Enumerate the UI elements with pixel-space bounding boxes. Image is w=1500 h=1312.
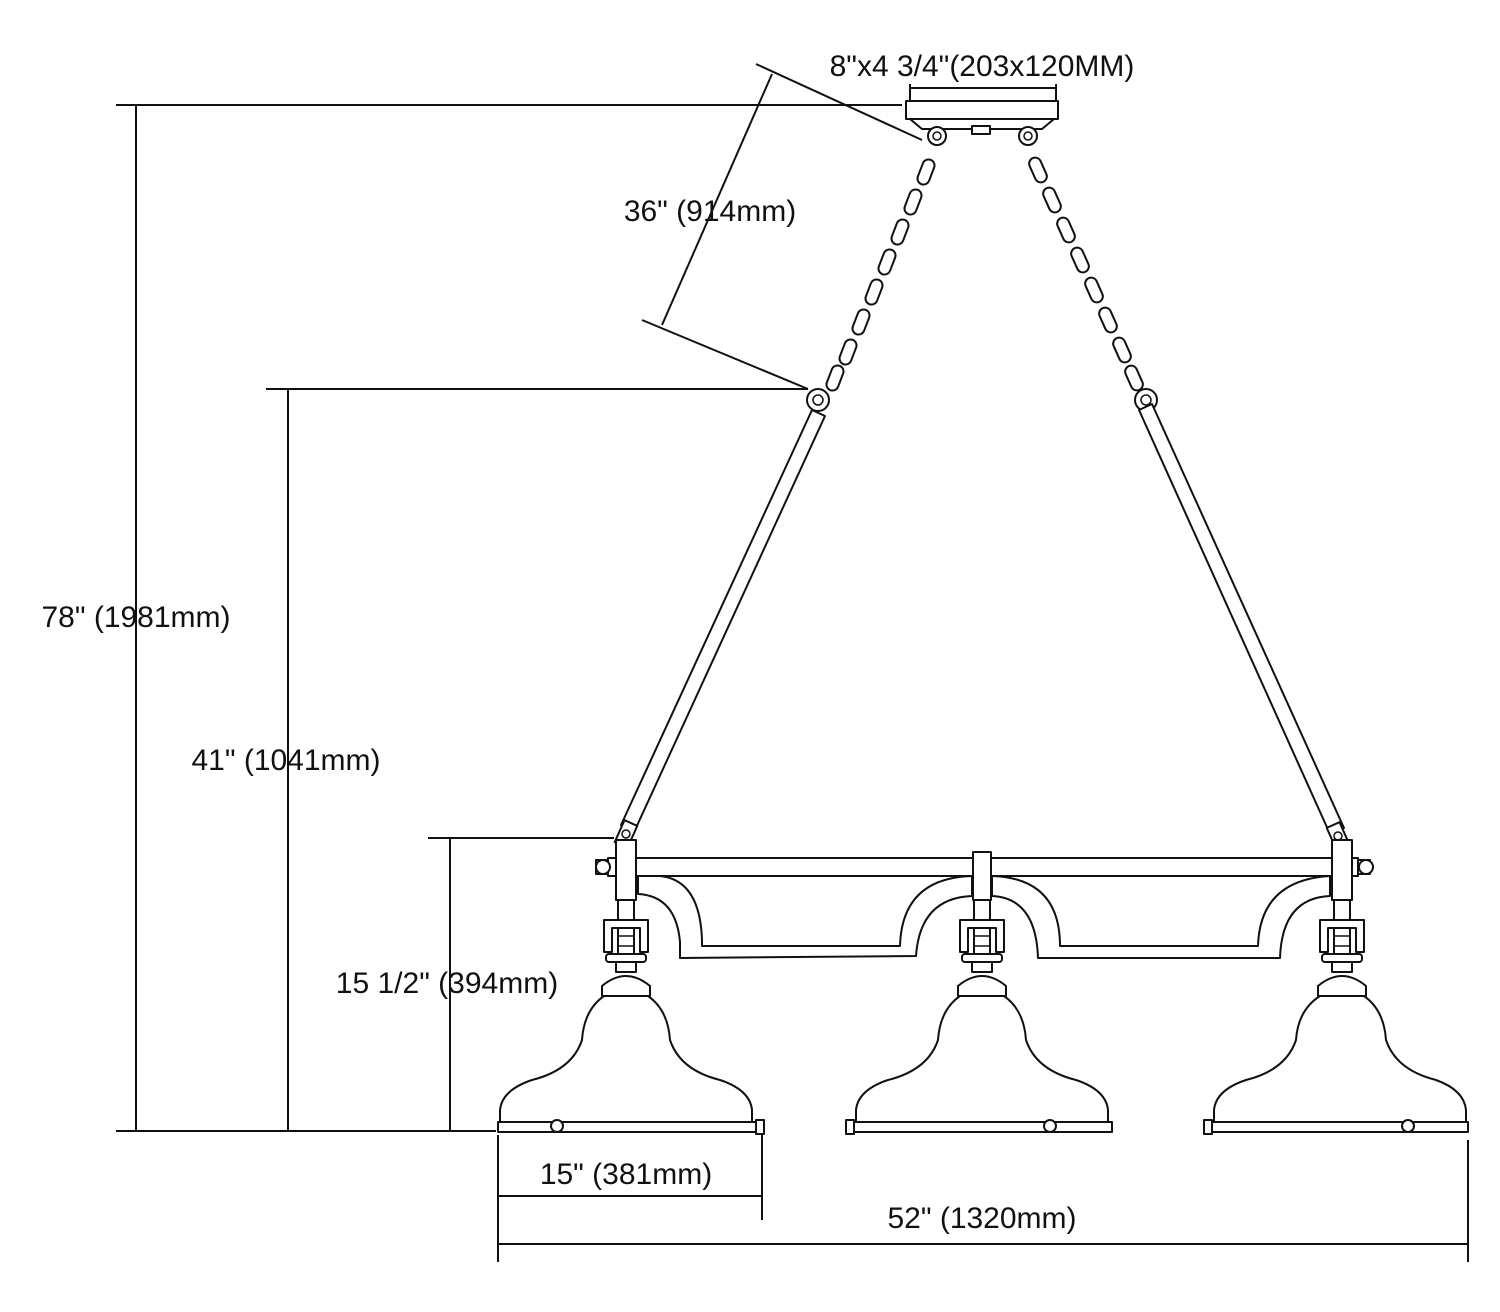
chain-length-label: 36" (914mm) — [624, 195, 796, 228]
canopy-dimension-label: 8"x4 3/4"(203x120MM) — [830, 50, 1135, 83]
pendant-left — [497, 899, 765, 1135]
left-chain — [825, 158, 936, 392]
left-rod — [613, 388, 830, 849]
overall-height-label: 78" (1981mm) — [41, 601, 230, 634]
pendant-center — [845, 899, 1113, 1135]
pendant-right — [1203, 899, 1469, 1135]
ceiling-canopy — [905, 100, 1059, 146]
right-chain — [1028, 156, 1144, 392]
dimension-lines — [116, 63, 1469, 1262]
fixture-height-label: 15 1/2" (394mm) — [336, 967, 558, 1000]
horizontal-bar — [595, 839, 1374, 959]
right-rod — [1134, 388, 1351, 851]
rod-height-label: 41" (1041mm) — [191, 744, 380, 777]
shade-width-label: 15" (381mm) — [540, 1158, 712, 1191]
overall-width-label: 52" (1320mm) — [887, 1202, 1076, 1235]
